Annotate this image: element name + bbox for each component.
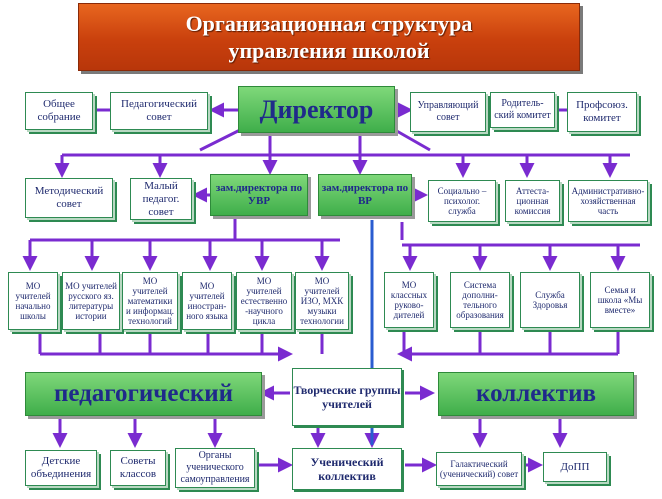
galactic-council-label: Галактический (ученический) совет xyxy=(439,459,519,479)
trade-union-label: Профсоюз. комитет xyxy=(576,99,628,124)
collective-box: коллектив xyxy=(438,372,634,416)
mo-math-label: МО учителей математики и информац. техно… xyxy=(125,276,175,326)
mo-science-box: МО учителей естественно -научного цикла xyxy=(236,272,292,330)
family-school-label: Семья и школа «Мы вместе» xyxy=(597,285,643,315)
additional-education-label: Система дополни-тельного образования xyxy=(456,280,504,320)
pedagogical-council-box: Педагогический совет xyxy=(110,92,208,130)
pedagogical-collective-label: педагогический xyxy=(53,380,234,407)
mo-foreign-lang-box: МО учителей иностран-ного языка xyxy=(182,272,232,330)
director-label: Директор xyxy=(259,94,374,124)
student-collective-box: Ученический коллектив xyxy=(292,448,402,490)
galactic-council-box: Галактический (ученический) совет xyxy=(436,452,522,486)
creative-groups-label: Творческие группы учителей xyxy=(293,383,401,411)
governing-council-label: Управляющий совет xyxy=(417,100,479,123)
title-line-1: Организационная структура xyxy=(185,11,473,36)
title-line-2: управления школой xyxy=(228,38,430,63)
mo-foreign-lang-label: МО учителей иностран-ного языка xyxy=(186,281,228,321)
pedagogical-council-label: Педагогический совет xyxy=(121,98,197,123)
deputy-vr-label: зам.директора по ВР xyxy=(321,182,409,207)
student-self-gov-box: Органы ученического самоуправления xyxy=(175,448,255,488)
health-service-label: Служба Здоровья xyxy=(532,290,568,310)
small-ped-council-label: Малый педагог. совет xyxy=(142,179,180,218)
collective-label: коллектив xyxy=(476,380,596,407)
social-psych-service-box: Социально – психолог. служба xyxy=(428,180,496,222)
mo-arts-box: МО учителей ИЗО, МХК музыки технологии xyxy=(295,272,349,330)
parent-committee-box: Родитель-ский комитет xyxy=(490,92,555,128)
trade-union-box: Профсоюз. комитет xyxy=(567,92,637,132)
mo-math-box: МО учителей математики и информац. техно… xyxy=(122,272,178,330)
dopp-label: ДоПП xyxy=(560,460,590,473)
mo-russian-box: МО учителей русского яз. литературы исто… xyxy=(62,272,120,330)
attestation-commission-box: Аттеста-ционная комиссия xyxy=(505,180,560,222)
methodical-council-label: Методический совет xyxy=(34,185,104,210)
children-associations-label: Детские объединения xyxy=(30,455,92,480)
mo-arts-label: МО учителей ИЗО, МХК музыки технологии xyxy=(300,276,344,326)
general-meeting-box: Общее собрание xyxy=(25,92,93,130)
children-associations-box: Детские объединения xyxy=(25,450,97,486)
deputy-vr-box: зам.директора по ВР xyxy=(318,174,412,216)
director-box: Директор xyxy=(238,86,395,133)
dopp-box: ДоПП xyxy=(543,452,607,482)
mo-primary-label: МО учителей начально школы xyxy=(15,281,51,321)
social-psych-service-label: Социально – психолог. служба xyxy=(437,186,487,216)
general-meeting-label: Общее собрание xyxy=(37,98,81,123)
small-ped-council-box: Малый педагог. совет xyxy=(130,178,192,220)
mo-science-label: МО учителей естественно -научного цикла xyxy=(240,276,288,326)
attestation-commission-label: Аттеста-ционная комиссия xyxy=(514,186,551,216)
mo-russian-label: МО учителей русского яз. литературы исто… xyxy=(65,281,117,321)
governing-council-box: Управляющий совет xyxy=(410,92,486,132)
additional-education-box: Система дополни-тельного образования xyxy=(450,272,510,328)
admin-service-box: Административно-хозяйственная часть xyxy=(568,180,648,222)
mo-primary-box: МО учителей начально школы xyxy=(8,272,58,330)
mo-class-teachers-label: МО классных руково-дителей xyxy=(390,280,428,320)
student-collective-label: Ученический коллектив xyxy=(310,455,384,483)
student-self-gov-label: Органы ученического самоуправления xyxy=(180,450,250,485)
mo-class-teachers-box: МО классных руково-дителей xyxy=(384,272,434,328)
pedagogical-collective-box: педагогический xyxy=(25,372,262,416)
methodical-council-box: Методический совет xyxy=(25,178,113,218)
health-service-box: Служба Здоровья xyxy=(520,272,580,328)
creative-groups-box: Творческие группы учителей xyxy=(292,368,402,426)
class-councils-label: Советы классов xyxy=(119,455,157,480)
family-school-box: Семья и школа «Мы вместе» xyxy=(590,272,650,328)
deputy-uvr-label: зам.директора по УВР xyxy=(215,182,303,207)
class-councils-box: Советы классов xyxy=(110,450,166,486)
admin-service-label: Административно-хозяйственная часть xyxy=(571,186,645,216)
parent-committee-label: Родитель-ский комитет xyxy=(494,98,551,121)
chart-title: Организационная структура управления шко… xyxy=(78,3,580,71)
deputy-uvr-box: зам.директора по УВР xyxy=(210,174,308,216)
